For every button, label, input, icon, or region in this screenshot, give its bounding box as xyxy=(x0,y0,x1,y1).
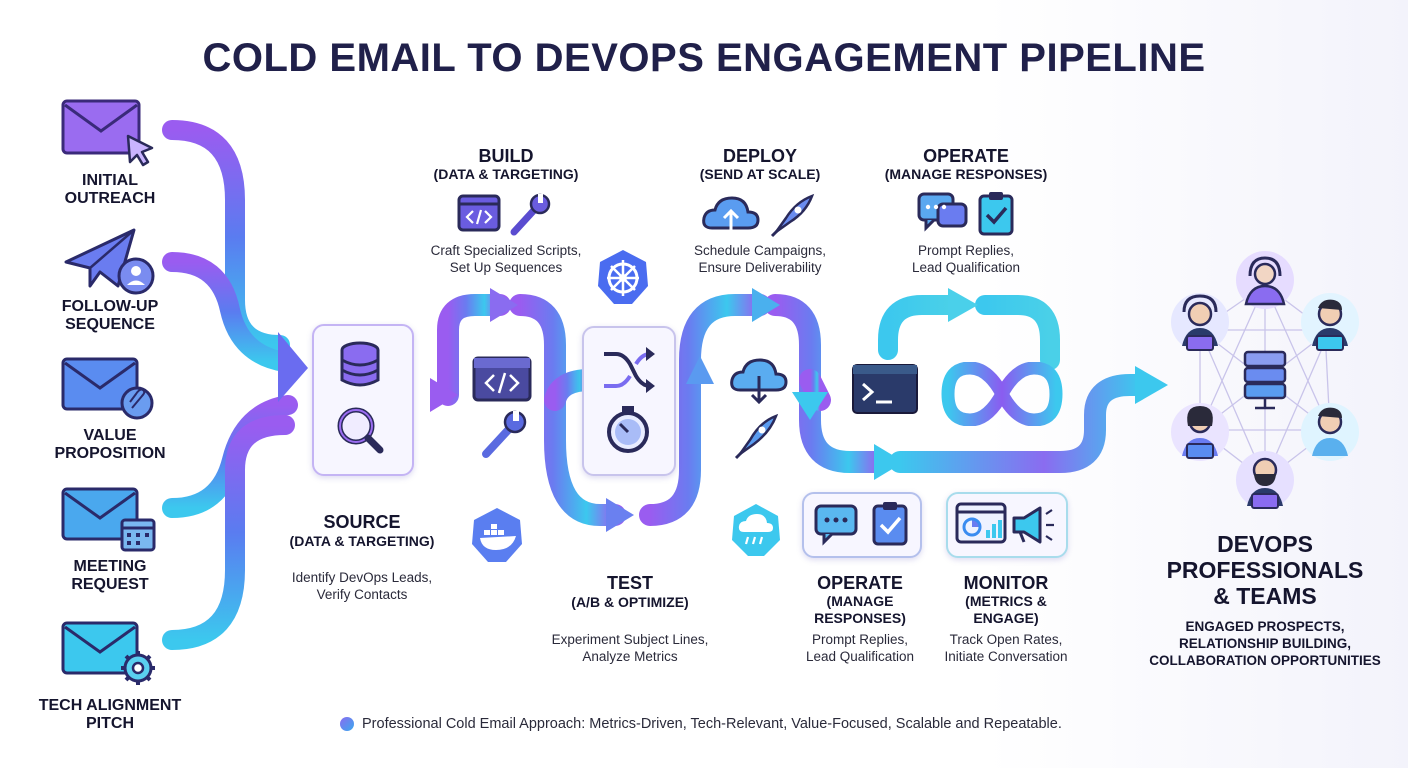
desc-line1: Identify DevOps Leads, xyxy=(291,570,433,585)
operate-top-subtitle: (MANAGE RESPONSES) xyxy=(884,166,1048,182)
outcome-desc-line1: ENGAGED PROSPECTS, xyxy=(1185,619,1345,634)
outcome-title-line1: DEVOPS xyxy=(1217,531,1313,557)
input-label-line2: SEQUENCE xyxy=(65,316,155,333)
desc-line1: Prompt Replies, xyxy=(811,632,909,647)
desc-line2: Lead Qualification xyxy=(805,649,915,664)
desc-line1: Prompt Replies, xyxy=(917,243,1015,258)
bullet-dot-icon xyxy=(340,717,354,731)
team-member-right-bottom-icon xyxy=(1301,403,1359,461)
operate-top-title: OPERATE xyxy=(923,146,1009,166)
test-description: Experiment Subject Lines, Analyze Metric… xyxy=(530,631,730,665)
operate-bottom-subtitle: (MANAGE RESPONSES) xyxy=(780,593,940,627)
outcome-desc-line3: COLLABORATION OPPORTUNITIES xyxy=(1149,653,1381,668)
database-search-icon xyxy=(337,341,384,454)
subtitle-line2: ENGAGE) xyxy=(973,610,1039,626)
operate-top-description: Prompt Replies, Lead Qualification xyxy=(866,242,1066,276)
operate-bottom-description: Prompt Replies, Lead Qualification xyxy=(770,631,950,665)
cloud-download-rocket-icon xyxy=(730,358,788,460)
team-member-left-bottom-icon xyxy=(1171,403,1229,461)
input-tech-alignment-pitch: TECH ALIGNMENT PITCH xyxy=(20,697,200,733)
build-code-wrench-icon xyxy=(472,356,532,458)
operate-bottom-title: OPERATE xyxy=(817,573,903,593)
input-label-line1: INITIAL xyxy=(82,172,138,189)
source-subtitle: (DATA & TARGETING) xyxy=(289,533,435,549)
input-label-line2: PITCH xyxy=(86,715,134,732)
envelope-paperclip-icon xyxy=(61,357,154,420)
input-label-line2: PROPOSITION xyxy=(54,445,166,462)
chat-checklist-icon xyxy=(917,192,1014,236)
deploy-description: Schedule Campaigns, Ensure Deliverabilit… xyxy=(660,242,860,276)
subtitle-line1: (MANAGE xyxy=(826,593,894,609)
input-initial-outreach: INITIAL OUTREACH xyxy=(40,172,180,208)
input-label-line1: VALUE xyxy=(83,427,137,444)
docker-icon xyxy=(472,508,522,562)
desc-line2: Initiate Conversation xyxy=(944,649,1068,664)
build-title: BUILD xyxy=(478,146,534,166)
dashboard-megaphone-icon xyxy=(955,502,1054,544)
cloud-rain-icon xyxy=(732,504,780,556)
desc-line2: Set Up Sequences xyxy=(449,260,563,275)
team-member-top-icon xyxy=(1236,251,1294,309)
chat-checklist-bottom-icon xyxy=(814,502,908,546)
kubernetes-icon xyxy=(598,250,648,304)
deploy-subtitle: (SEND AT SCALE) xyxy=(699,166,821,182)
desc-line1: Craft Specialized Scripts, xyxy=(430,243,582,258)
desc-line1: Schedule Campaigns, xyxy=(693,243,827,258)
outcome-title-line2: PROFESSIONALS xyxy=(1166,557,1364,583)
desc-line1: Experiment Subject Lines, xyxy=(551,632,709,647)
test-subtitle: (A/B & OPTIMIZE) xyxy=(571,594,689,610)
server-icon xyxy=(1243,350,1287,410)
build-description: Craft Specialized Scripts, Set Up Sequen… xyxy=(406,242,606,276)
outcome-title: DEVOPS PROFESSIONALS & TEAMS xyxy=(1140,531,1390,609)
team-member-bottom-icon xyxy=(1236,451,1294,509)
subtitle-line2: RESPONSES) xyxy=(814,610,906,626)
input-label-line1: FOLLOW-UP xyxy=(61,298,159,315)
page-title: COLD EMAIL TO DEVOPS ENGAGEMENT PIPELINE xyxy=(202,36,1206,80)
terminal-icon xyxy=(852,364,918,414)
footer-text: Professional Cold Email Approach: Metric… xyxy=(362,716,1062,732)
paper-plane-user-icon xyxy=(64,228,155,295)
source-title: SOURCE xyxy=(323,512,401,532)
test-title: TEST xyxy=(606,573,653,593)
envelope-calendar-icon xyxy=(61,487,156,552)
envelope-cursor-icon xyxy=(61,99,154,167)
desc-line1: Track Open Rates, xyxy=(949,632,1063,647)
code-wrench-icon xyxy=(457,193,551,236)
footer-note: Professional Cold Email Approach: Metric… xyxy=(340,716,1062,732)
deploy-title: DEPLOY xyxy=(722,146,797,166)
input-label-line1: MEETING xyxy=(73,558,147,575)
team-member-right-top-icon xyxy=(1301,293,1359,351)
input-label-line1: TECH ALIGNMENT xyxy=(38,697,182,714)
input-label-line2: REQUEST xyxy=(71,576,149,593)
outcome-desc-line2: RELATIONSHIP BUILDING, xyxy=(1178,636,1351,651)
desc-line2: Lead Qualification xyxy=(911,260,1021,275)
devops-team-network-icon xyxy=(1171,251,1359,509)
outcome-title-line3: & TEAMS xyxy=(1213,583,1317,609)
input-label-line2: OUTREACH xyxy=(64,190,156,207)
shuffle-stopwatch-icon xyxy=(604,347,655,453)
monitor-subtitle: (METRICS & ENGAGE) xyxy=(926,593,1086,627)
monitor-description: Track Open Rates, Initiate Conversation xyxy=(916,631,1096,665)
desc-line2: Analyze Metrics xyxy=(582,649,678,664)
outcome-description: ENGAGED PROSPECTS, RELATIONSHIP BUILDING… xyxy=(1130,618,1400,669)
subtitle-line1: (METRICS & xyxy=(965,593,1047,609)
envelope-gear-icon xyxy=(61,621,155,685)
build-subtitle: (DATA & TARGETING) xyxy=(433,166,579,182)
desc-line2: Ensure Deliverability xyxy=(698,260,822,275)
desc-line2: Verify Contacts xyxy=(316,587,408,602)
input-meeting-request: MEETING REQUEST xyxy=(40,558,180,594)
cloud-upload-rocket-icon xyxy=(702,193,815,238)
input-follow-up-sequence: FOLLOW-UP SEQUENCE xyxy=(40,298,180,334)
input-value-proposition: VALUE PROPOSITION xyxy=(40,427,180,463)
infinity-loop-icon xyxy=(941,362,1063,426)
monitor-title: MONITOR xyxy=(963,573,1049,593)
source-description: Identify DevOps Leads, Verify Contacts xyxy=(262,569,462,603)
team-member-left-top-icon xyxy=(1171,293,1229,351)
